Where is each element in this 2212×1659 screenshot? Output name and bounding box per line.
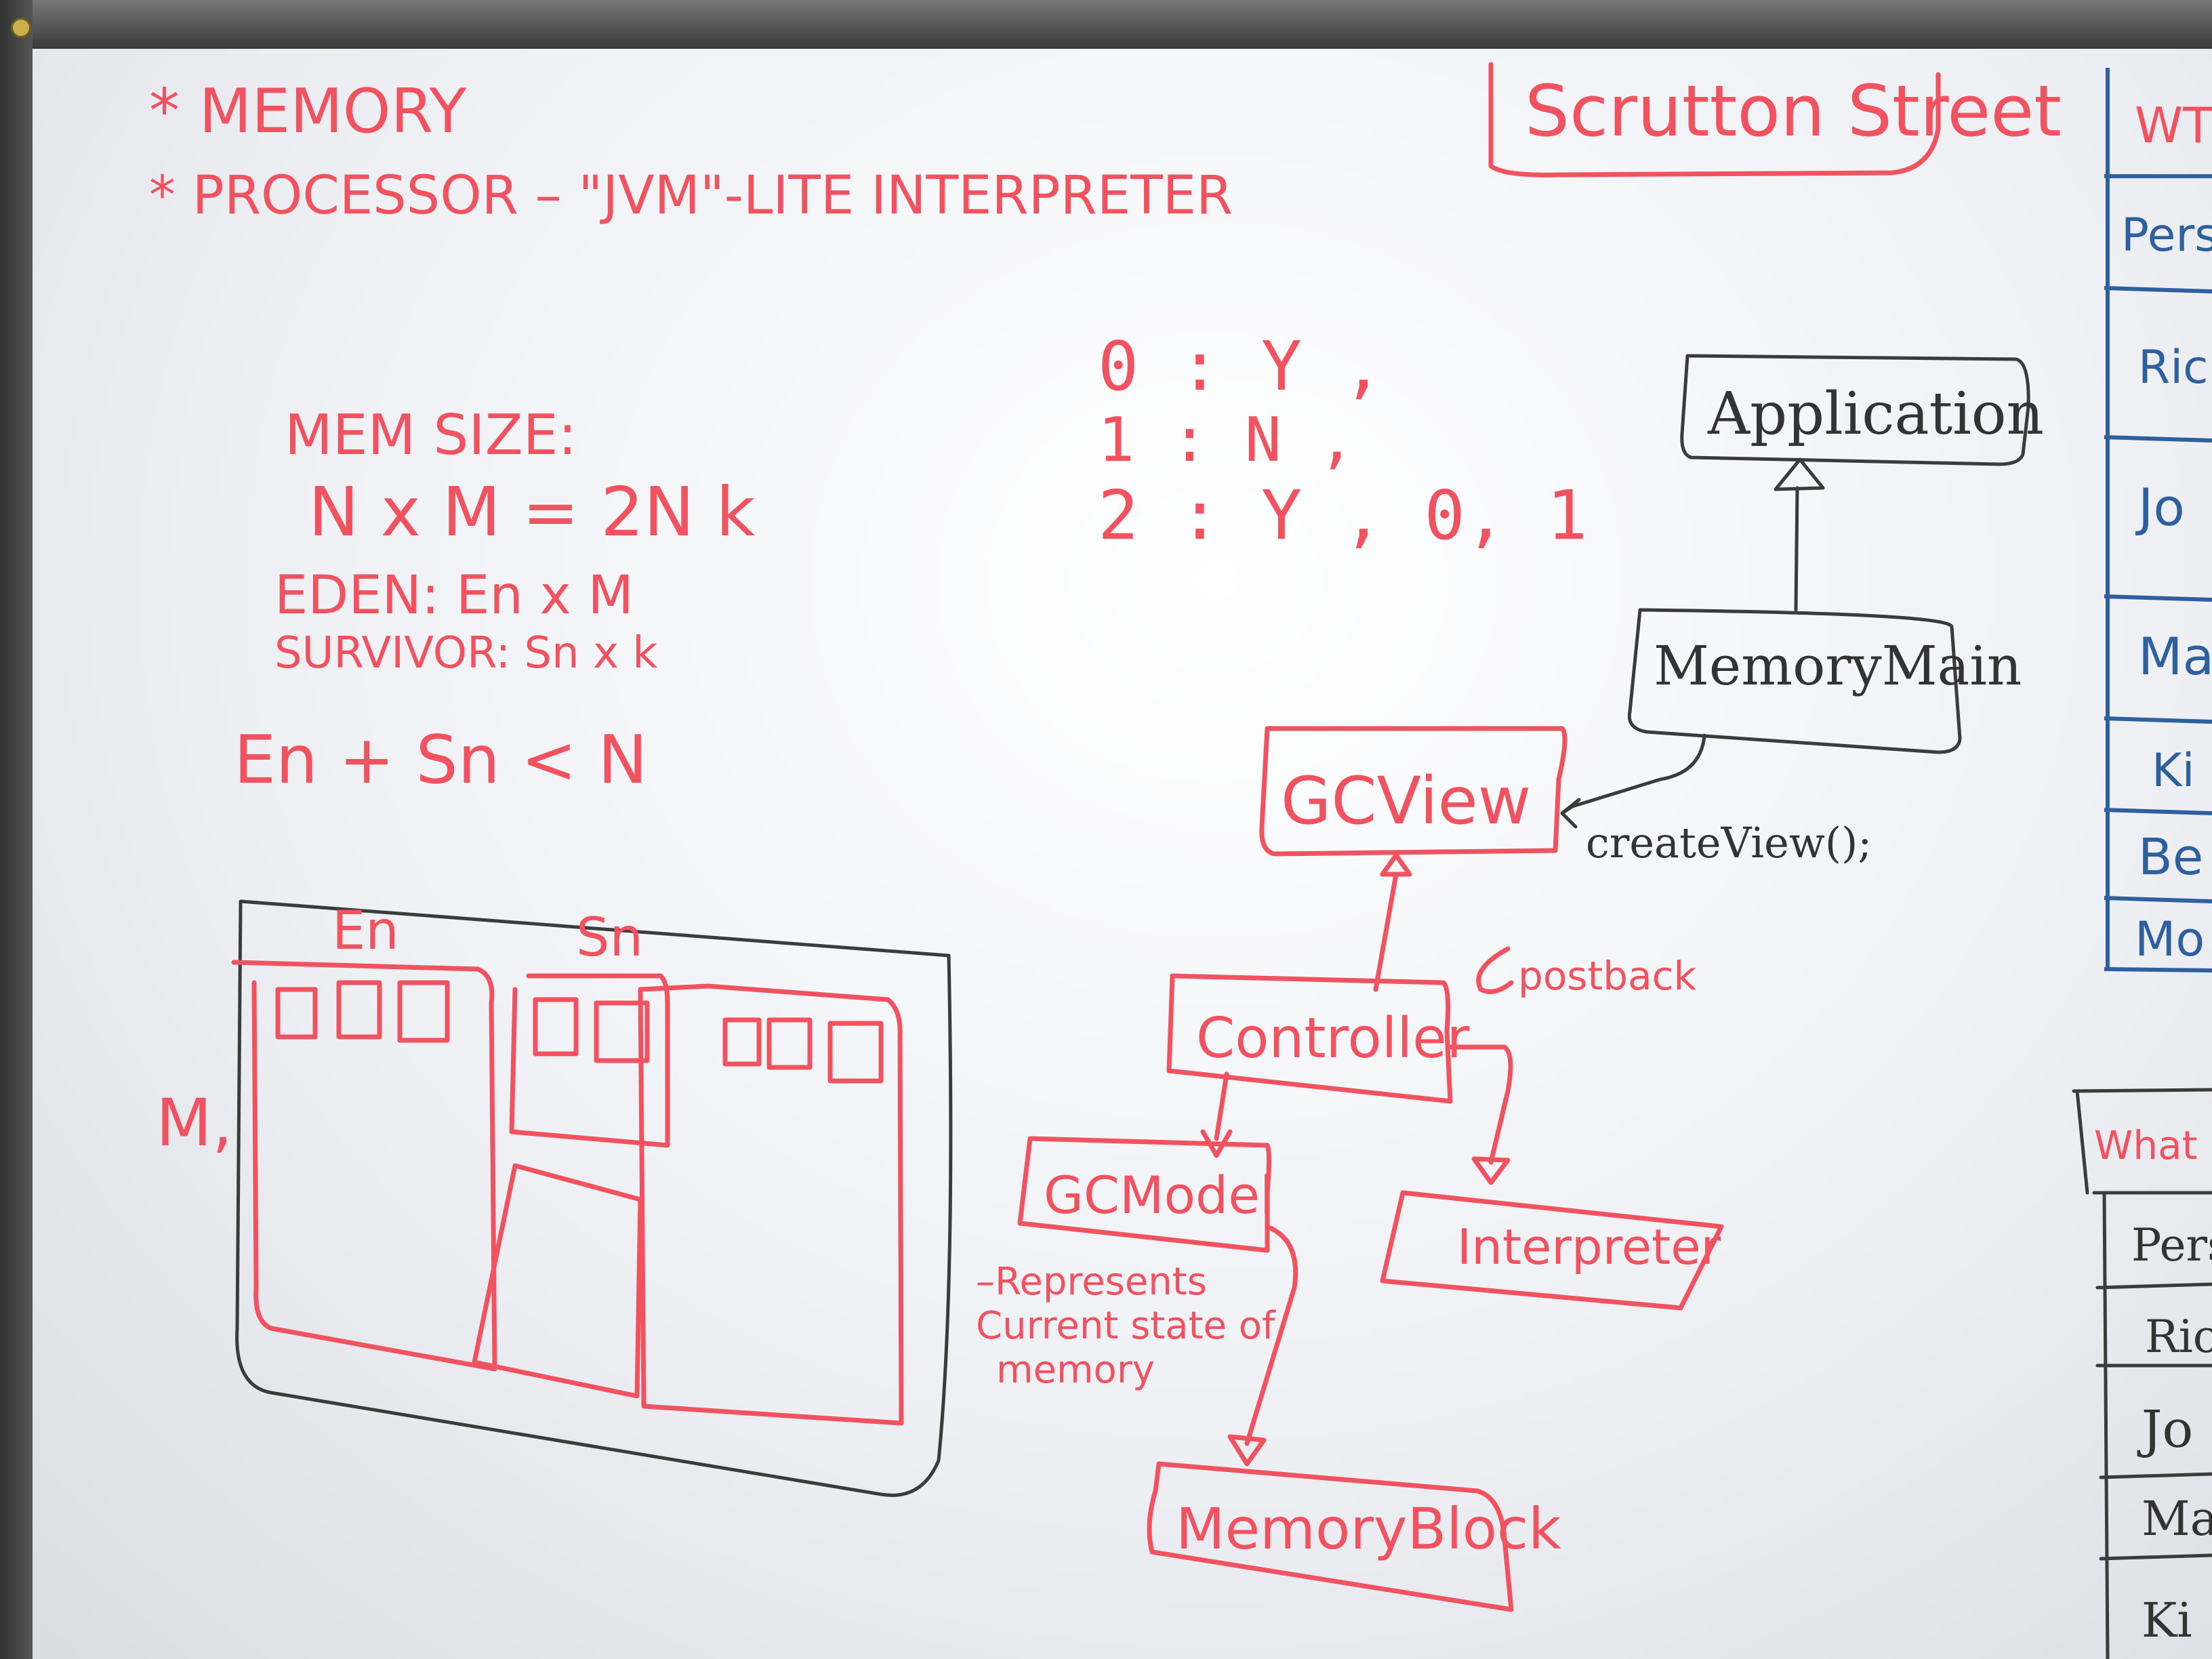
eden-region [231,960,497,1372]
controller-to-interpreter-arrow [1448,1044,1513,1185]
sketch-label-en: En [332,901,399,962]
gcmodel-note-line-3: memory [996,1348,1155,1392]
side-table-1-header: WT [2135,97,2212,154]
gcmodel-note-line-2: Current state of [976,1304,1276,1348]
whiteboard-frame-top [0,0,2212,49]
gcmodel-box [1017,1136,1271,1253]
gcmodel-to-memoryblock-arrow [1227,1224,1298,1467]
side-table-1-row-3: Jo [2135,477,2185,537]
controller-box [1166,973,1453,1104]
eden-cell-1 [275,987,318,1040]
side-table-2-header: What [2094,1122,2197,1168]
mem-size-formula: N x M = 2N k [308,472,755,552]
mapping-row-0: 0 : Y , [1098,327,1383,406]
note-processor: * PROCESSOR – "JVM"-LITE INTERPRETER [149,165,1233,226]
mapping-row-1: 1 : N , [1098,405,1355,476]
side-table-2-row-3: Jo [2137,1399,2193,1459]
gcmodel-label: GCModel [1044,1165,1274,1225]
postback-loop [1476,946,1514,994]
side-table-2-row-1: Pers [2131,1219,2212,1271]
mapping-row-2: 2 : Y , 0, 1 [1098,476,1587,555]
old-cell-1 [722,1017,762,1067]
mem-size-label: MEM SIZE: [285,403,577,468]
postback-label: postback [1518,953,1697,999]
side-table-1-row-4: Ma [2138,626,2212,687]
old-cell-3 [827,1021,884,1084]
memoryblock-box [1147,1461,1514,1612]
memorymain-box [1627,608,1962,754]
gcview-box [1259,726,1568,857]
side-table-1-row-7: Mo [2135,912,2205,967]
side-table-1-row-6: Be [2138,828,2203,886]
side-table-2-row-4: Ma [2142,1491,2212,1547]
size-constraint: En + Sn < N [234,722,648,799]
frame-screw-icon [11,18,31,38]
side-table-1-row-2: Rich [2138,341,2212,394]
survivor-formula: SURVIVOR: Sn x k [274,628,657,678]
application-box [1680,354,2030,466]
old-region [638,983,904,1426]
interpreter-label: Interpreter [1457,1218,1721,1275]
sketch-label-m: M, [156,1085,232,1161]
interpreter-box [1380,1190,1724,1311]
survivor-cell-2 [594,1000,650,1063]
note-memory: * MEMORY [149,76,467,147]
side-table-1-frame [2104,68,2212,972]
eden-cell-2 [336,980,382,1040]
gcmodel-note-line-1: –Represents [976,1260,1207,1304]
side-table-1-row-1: Pers [2121,209,2212,262]
side-table-2-frame [2072,1088,2212,1659]
survivor-cell-1 [533,997,579,1057]
eden-cell-3 [397,980,450,1043]
controller-to-gcmodel-arrow [1200,1071,1233,1158]
side-table-2-row-5: Ki [2142,1593,2192,1648]
createview-call-line [1560,733,1706,829]
controller-to-gcview-arrow [1373,853,1412,992]
side-table-2-row-2: Rich [2145,1311,2212,1363]
gcview-label: GCView [1281,763,1531,839]
title-box-text: Scrutton Street [1525,70,2062,152]
old-cell-2 [766,1017,813,1070]
memory-outline [235,899,953,1497]
sketch-label-sn: Sn [576,907,643,968]
eden-formula: EDEN: En x M [274,565,634,626]
title-box-outline [1488,62,1941,178]
survivor-region-bottom [472,1163,643,1399]
whiteboard-frame-left [0,0,33,1659]
memorymain-label: MemoryMain [1654,634,2022,697]
controller-label: Controller [1196,1006,1470,1071]
side-table-1-row-5: Ki [2152,744,2194,798]
createview-label: createView(); [1586,818,1872,867]
application-label: Application [1707,380,2044,448]
memoryblock-label: MemoryBlock [1176,1496,1561,1562]
inherit-arrow-application [1774,457,1825,612]
